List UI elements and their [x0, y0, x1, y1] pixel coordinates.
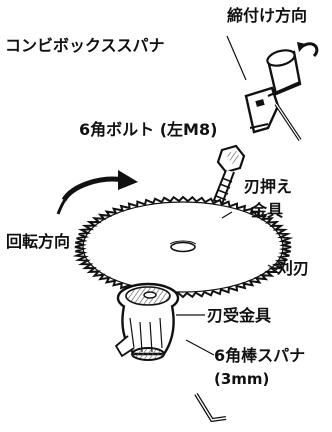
label-hex-wrench-line1: 6角棒スパナ — [214, 346, 306, 365]
saw-blade — [72, 195, 294, 299]
label-blade-receiver: 刃受金具 — [207, 306, 272, 325]
label-combo-box-wrench: コンビボックススパナ — [5, 36, 165, 55]
label-blade-holder-line1: 刃押え — [244, 177, 293, 196]
leader-lines — [176, 35, 278, 356]
label-rotation-direction: 回転方向 — [6, 232, 71, 251]
combo-box-wrench — [244, 49, 302, 141]
label-blade: 刈刃 — [277, 259, 310, 278]
label-blade-holder-line2: 金具 — [251, 201, 284, 220]
rotation-arrow-icon — [56, 170, 138, 215]
hex-rod-wrench — [194, 392, 227, 423]
label-hex-bolt: 6角ボルト (左M8) — [79, 120, 218, 139]
tightening-arrow-icon — [297, 42, 319, 58]
hex-bolt — [212, 144, 246, 206]
label-tightening-direction: 締付け方向 — [227, 6, 308, 25]
blade-receiver — [114, 282, 180, 361]
label-hex-wrench-line2: (3mm) — [214, 370, 270, 388]
